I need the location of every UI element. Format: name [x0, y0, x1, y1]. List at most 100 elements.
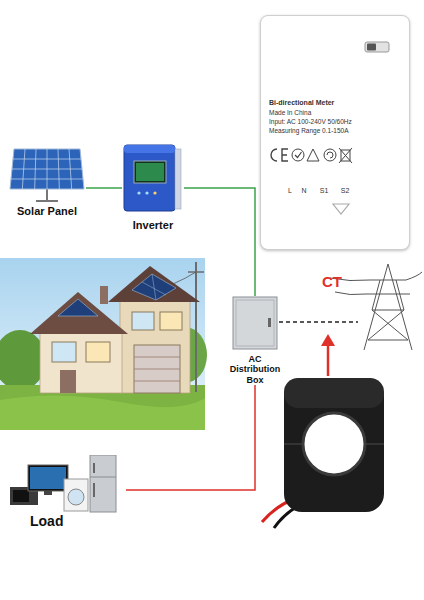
inverter-icon: [153, 191, 156, 194]
house-scene: [134, 381, 180, 382]
inverter-icon: [134, 161, 166, 183]
appliances-icon: [28, 465, 68, 491]
house-scene: [120, 298, 190, 393]
appliances-icon: [90, 455, 116, 512]
appliances-icon: [64, 479, 88, 511]
transmission-tower: [370, 280, 406, 281]
certification-mark: [324, 149, 336, 161]
bidirectional-meter: Bi-directional MeterMade In ChinaInput: …: [260, 15, 410, 250]
house-scene: [0, 258, 207, 430]
transmission-tower: [368, 340, 408, 341]
inverter-icon: [124, 145, 175, 153]
certification-mark: [339, 148, 352, 163]
house-scene: [132, 312, 154, 330]
transmission-tower: [396, 280, 404, 310]
ac-distribution-box-icon: [223, 296, 287, 350]
ct-clamp: [284, 378, 384, 408]
distribution-box-icon: [236, 300, 274, 346]
device-label: AC Distribution Box: [223, 354, 287, 385]
ct-link: [279, 322, 358, 376]
house-scene: [0, 395, 205, 430]
terminal-label: L: [281, 187, 299, 195]
house-scene: [58, 299, 98, 316]
appliances-icon: [44, 491, 52, 495]
inverter-icon: [145, 191, 148, 194]
device-label: Load: [8, 513, 126, 529]
certification-mark: [333, 204, 349, 214]
distribution-box-icon: [268, 318, 271, 327]
inverter-icon: [122, 143, 184, 213]
solar-panel: Solar Panel: [8, 145, 86, 218]
transmission-tower: [372, 280, 380, 310]
transmission-tower: [335, 292, 366, 295]
ct-label: CT: [322, 273, 342, 290]
solar-panel-icon: [10, 149, 84, 189]
ct-link: [327, 344, 330, 376]
ct-clamp: [303, 413, 365, 475]
ac-distribution-box: AC Distribution Box: [223, 296, 287, 385]
house-scene: [108, 266, 200, 302]
ct-link: [321, 334, 335, 346]
appliances-icon: [93, 483, 95, 497]
panel-grid: [11, 179, 83, 180]
house-scene: [86, 342, 110, 362]
input-rating: Input: AC 100-240V 50/60Hz: [269, 118, 352, 125]
transmission-tower: [372, 310, 404, 311]
appliances-icon: [30, 467, 66, 489]
solar-panel-icon: [8, 145, 86, 203]
device-label: Inverter: [122, 219, 184, 232]
certification-mark: [295, 152, 302, 158]
power-wire: [86, 187, 122, 189]
ct-clamp: [284, 443, 303, 444]
certification-mark: [292, 149, 304, 161]
distribution-box-icon: [233, 297, 277, 349]
inverter-icon: [136, 163, 164, 181]
house-scene: [100, 286, 108, 304]
terminal-label: S1: [315, 187, 333, 195]
transmission-tower: [368, 310, 404, 340]
house-scene: [134, 369, 180, 370]
panel-grid: [13, 159, 81, 160]
inverter-icon: [124, 145, 175, 211]
house-scene: [134, 345, 180, 393]
ct-clamp: [365, 443, 384, 444]
appliances-icon: [68, 489, 84, 505]
certification-mark: [271, 149, 277, 161]
house-scene: [195, 262, 197, 392]
load: Load: [8, 455, 126, 529]
transmission-tower: [372, 310, 408, 340]
manufacturer-note: Made In China: [269, 109, 311, 116]
certification-mark: [365, 42, 389, 52]
appliances-icon: [13, 490, 29, 502]
transmission-tower: [366, 294, 410, 295]
solar-panel-icon: [46, 189, 48, 201]
inverter-icon: [137, 191, 140, 194]
power-wire: [184, 188, 255, 296]
transmission-tower: [388, 264, 412, 350]
house-scene: [40, 330, 122, 393]
panel-grid: [12, 169, 82, 170]
house-scene: [0, 330, 46, 390]
ct-clamp: [262, 378, 384, 528]
measuring-range: Measuring Range 0.1-150A: [269, 127, 349, 134]
inverter: Inverter: [122, 143, 184, 232]
terminal-label: N: [295, 187, 313, 195]
terminal-label: S2: [336, 187, 354, 195]
ct-clamp: [284, 378, 384, 512]
power-wire: [126, 385, 255, 490]
certification-mark: [327, 152, 333, 158]
transmission-tower: [406, 272, 422, 280]
device-label: Solar Panel: [8, 205, 86, 218]
certification-mark: [307, 149, 319, 161]
house-scene: [160, 312, 182, 330]
house-scene: [52, 342, 76, 362]
device-title: Bi-directional Meter: [269, 99, 334, 107]
transmission-tower: [364, 264, 388, 350]
appliances-icon: [90, 477, 116, 478]
inverter-icon: [175, 149, 181, 209]
ct-clamp: [303, 413, 365, 475]
solar-panel-icon: [36, 200, 58, 202]
appliances-icon: [93, 463, 95, 473]
